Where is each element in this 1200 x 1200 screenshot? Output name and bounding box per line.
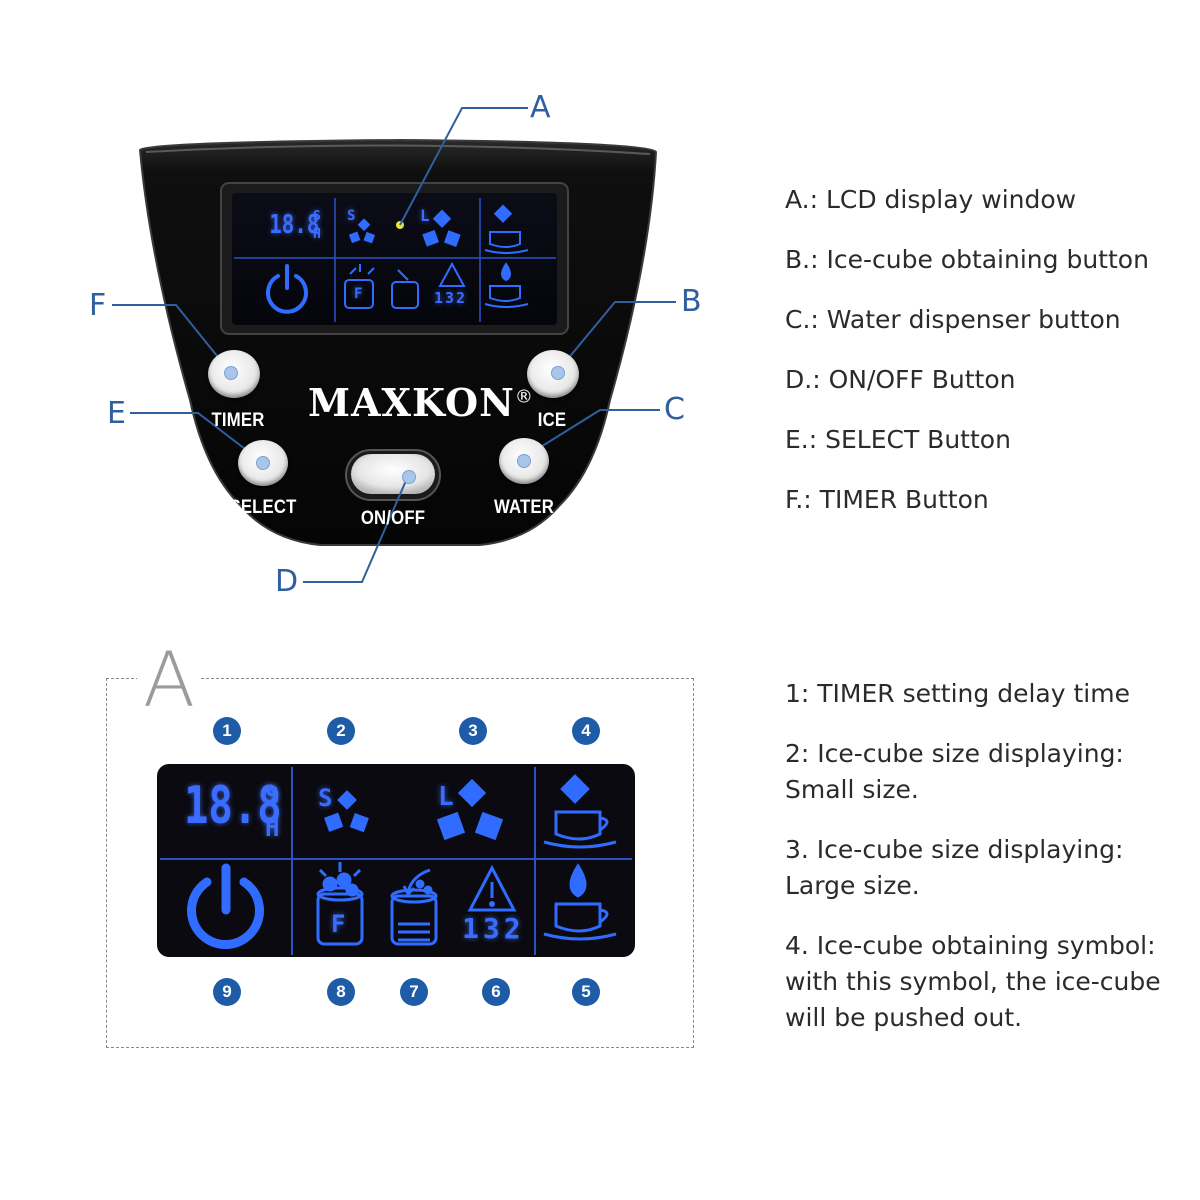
lcd-small-ice-small-icon	[348, 218, 376, 244]
water-label: WATER	[493, 497, 555, 518]
brand-logo: MAXKON®	[308, 380, 534, 425]
select-label: SELECT	[229, 497, 297, 518]
brand-name: MAXKON	[308, 380, 515, 425]
lcd-small-unit-h: H	[313, 227, 321, 242]
lcd-small-ice-large-icon	[422, 209, 461, 247]
select-button-dot	[256, 456, 270, 470]
badge-7: 7	[400, 978, 428, 1006]
lcd-detail-full-f: F	[331, 910, 346, 938]
lcd-small-unit-s: S	[313, 209, 321, 224]
legend-3-line1: 3. Ice-cube size displaying:	[785, 835, 1124, 864]
badge-4: 4	[572, 717, 600, 745]
lcd-detail-full-icon	[316, 862, 364, 946]
lcd-small-cup-water-icon	[484, 262, 529, 308]
callout-d: D	[275, 564, 299, 599]
lcd-small-power-icon	[266, 264, 308, 314]
legend-1: 1: TIMER setting delay time	[785, 679, 1130, 708]
lcd-small-full-f: F	[354, 286, 363, 302]
callout-b: B	[681, 284, 702, 319]
ice-label: ICE	[537, 410, 567, 431]
lcd-small-cup-ice-icon	[484, 204, 529, 254]
onoff-button-graphic	[345, 449, 441, 501]
legend-f: F.: TIMER Button	[785, 485, 989, 514]
leader-f	[112, 304, 231, 373]
timer-label: TIMER	[211, 410, 265, 431]
callout-c: C	[664, 392, 685, 427]
legend-d: D.: ON/OFF Button	[785, 365, 1016, 394]
lcd-detail-power-icon	[187, 863, 264, 950]
lcd-detail-digits: 18.8	[184, 776, 282, 836]
lcd-detail-cup-water-icon	[543, 863, 617, 941]
lcd-small-size-s: S	[347, 208, 356, 224]
timer-button-dot	[224, 366, 238, 380]
lcd-detail-ice-small-icon	[324, 790, 369, 833]
onoff-button-dot[interactable]	[402, 470, 416, 484]
onoff-label: ON/OFF	[360, 508, 426, 529]
leader-e	[130, 412, 263, 463]
lcd-detail-size-s: S	[318, 784, 333, 812]
lcd-detail-size-l: L	[438, 782, 454, 812]
legend-2-line2: Small size.	[785, 775, 919, 804]
legend-a: A.: LCD display window	[785, 185, 1077, 214]
lcd-detail-frame	[106, 678, 694, 1048]
lcd-detail-ice-large-icon	[436, 778, 504, 841]
lcd-detail-cup-ice-icon	[543, 774, 617, 849]
badge-2: 2	[327, 717, 355, 745]
lcd-detail-error-codes: 132	[462, 912, 525, 945]
lcd-detail-unit-s: S	[265, 782, 280, 810]
legend-e: E.: SELECT Button	[785, 425, 1011, 454]
badge-6: 6	[482, 978, 510, 1006]
legend-4-line2: with this symbol, the ice-cube	[785, 967, 1161, 996]
badge-8: 8	[327, 978, 355, 1006]
badge-5: 5	[572, 978, 600, 1006]
legend-4-line3: will be pushed out.	[785, 1003, 1023, 1032]
registered-mark: ®	[514, 386, 534, 408]
lcd-small-digits: 18.8	[269, 210, 320, 240]
legend-2-line1: 2: Ice-cube size displaying:	[785, 739, 1124, 768]
legend-4-line1: 4. Ice-cube obtaining symbol:	[785, 931, 1156, 960]
callout-f: F	[89, 288, 107, 323]
ice-button-dot	[551, 366, 565, 380]
lcd-detail-warning-icon	[467, 864, 517, 912]
badge-9: 9	[213, 978, 241, 1006]
section-a-letter: A	[137, 640, 201, 720]
leader-b	[556, 301, 676, 373]
leader-a	[399, 107, 528, 226]
badge-1: 1	[213, 717, 241, 745]
lcd-detail-window	[157, 764, 635, 957]
legend-b: B.: Ice-cube obtaining button	[785, 245, 1149, 274]
lcd-small-warning-icon	[438, 261, 466, 287]
legend-c: C.: Water dispenser button	[785, 305, 1121, 334]
lcd-small-full-icon	[344, 264, 375, 309]
lcd-detail-unit-h: H	[265, 814, 280, 842]
callout-a: A	[530, 90, 551, 125]
leader-c	[522, 409, 660, 459]
lcd-small-size-l: L	[420, 206, 430, 225]
legend-3-line2: Large size.	[785, 871, 920, 900]
badge-3: 3	[459, 717, 487, 745]
callout-e: E	[107, 396, 126, 431]
lcd-small-drain-icon	[391, 269, 419, 309]
lcd-small-error-codes: 132	[434, 289, 468, 307]
water-button-dot	[517, 454, 531, 468]
leader-d	[303, 475, 409, 583]
lcd-detail-drain-icon	[390, 868, 438, 946]
